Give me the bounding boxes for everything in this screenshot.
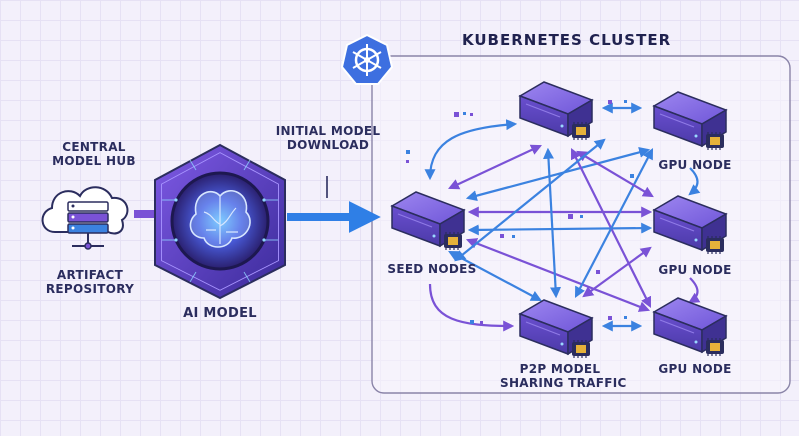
p2p-traffic-edges	[424, 102, 701, 332]
download-label-line1: INITIAL MODEL	[275, 124, 381, 138]
brain-chip-icon	[154, 143, 286, 300]
repository-label: ARTIFACT REPOSITORY	[40, 268, 140, 296]
hub-label: CENTRAL MODEL HUB	[48, 140, 140, 168]
download-label-line2: DOWNLOAD	[286, 138, 370, 152]
hub-label-line2: MODEL HUB	[52, 154, 136, 168]
seed-nodes-label: SEED NODES	[387, 262, 477, 276]
download-label: INITIAL MODEL DOWNLOAD	[262, 124, 394, 152]
p2p-label-line2: SHARING TRAFFIC	[500, 376, 627, 390]
kubernetes-logo-icon	[340, 33, 394, 85]
gpu-node-1-label: GPU NODE	[658, 158, 732, 172]
data-packets	[406, 100, 634, 324]
gpu-node-2-label: GPU NODE	[658, 263, 732, 277]
gpu-node-3-label: GPU NODE	[658, 362, 732, 376]
model-label: AI MODEL	[183, 306, 257, 321]
hub-to-model-link	[134, 210, 160, 218]
cloud-server-icon	[41, 186, 129, 250]
repository-label-line1: ARTIFACT	[56, 268, 124, 282]
cluster-title: KUBERNETES CLUSTER	[462, 31, 672, 49]
hub-label-line1: CENTRAL	[62, 140, 126, 154]
p2p-label: P2P MODEL SHARING TRAFFIC	[500, 362, 627, 390]
repository-label-line2: REPOSITORY	[45, 282, 135, 296]
p2p-label-line1: P2P MODEL	[519, 362, 601, 376]
